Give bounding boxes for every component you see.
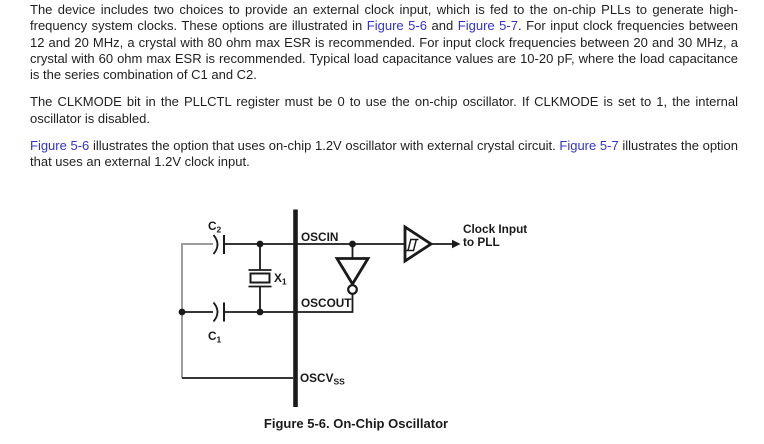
- body-text: The device includes two choices to provi…: [30, 2, 738, 182]
- paragraph-text: and: [426, 18, 458, 34]
- figure-link[interactable]: Figure 5-7: [559, 138, 619, 154]
- paragraph: The CLKMODE bit in the PLLCTL register m…: [30, 94, 738, 127]
- paragraph-text: The CLKMODE bit in the PLLCTL register m…: [30, 94, 738, 126]
- paragraph-text: illustrates the option that uses an exte…: [30, 138, 739, 170]
- circuit-wires: [182, 243, 453, 379]
- node-oscout-rail: [178, 308, 186, 316]
- crystal-plates: [248, 269, 272, 288]
- pin-label-oscvss: OSCVSS: [300, 371, 345, 387]
- hysteresis-icon: [406, 238, 419, 252]
- oscillator-circuit-diagram: C2 C1 X1 OSCIN OSCOUT OSCVSS Clock Input…: [178, 209, 527, 407]
- c1-curved-plate: [212, 301, 219, 323]
- paragraph-text: . For input clock frequencies between 12…: [30, 18, 739, 83]
- figure-link[interactable]: Figure 5-6: [366, 18, 427, 34]
- node-oscin-x1: [256, 240, 264, 248]
- capacitor-c2: [212, 234, 225, 255]
- capacitor-c1: [212, 301, 225, 323]
- clock-output-label-line1: Clock Input: [463, 222, 527, 236]
- clock-output-label-line2: to PLL: [463, 235, 500, 249]
- label-x1: X1: [274, 271, 287, 287]
- figure-link[interactable]: Figure 5-7: [457, 18, 518, 34]
- label-c2: C2: [208, 219, 222, 235]
- inverter-triangle: [334, 257, 371, 287]
- figure-link[interactable]: Figure 5-6: [30, 138, 90, 154]
- junction-dots: [178, 240, 356, 316]
- node-oscout-x1: [256, 308, 264, 316]
- crystal-body: [249, 272, 271, 284]
- node-oscin-inverter: [349, 240, 356, 248]
- buffer-triangle: [403, 224, 434, 264]
- arrowhead-icon: [452, 239, 461, 249]
- c2-curved-plate: [212, 234, 219, 255]
- schmitt-buffer: [403, 224, 434, 264]
- pin-label-oscout: OSCOUT: [301, 296, 352, 310]
- paragraph: Figure 5-6 illustrates the option that u…: [30, 138, 738, 171]
- paragraph: The device includes two choices to provi…: [30, 2, 738, 83]
- inverter-gate: [334, 257, 371, 295]
- figure-caption: Figure 5-6. On-Chip Oscillator: [263, 416, 449, 431]
- label-c1: C1: [208, 329, 222, 345]
- ground-rail-wire: [181, 243, 213, 378]
- paragraph-text: The device includes two choices to provi…: [30, 2, 738, 34]
- crystal-x1: [248, 269, 272, 288]
- paragraph-text: illustrates the option that uses on-chip…: [89, 138, 560, 154]
- pin-label-oscin: OSCIN: [301, 230, 338, 244]
- inverter-bubble: [347, 284, 358, 295]
